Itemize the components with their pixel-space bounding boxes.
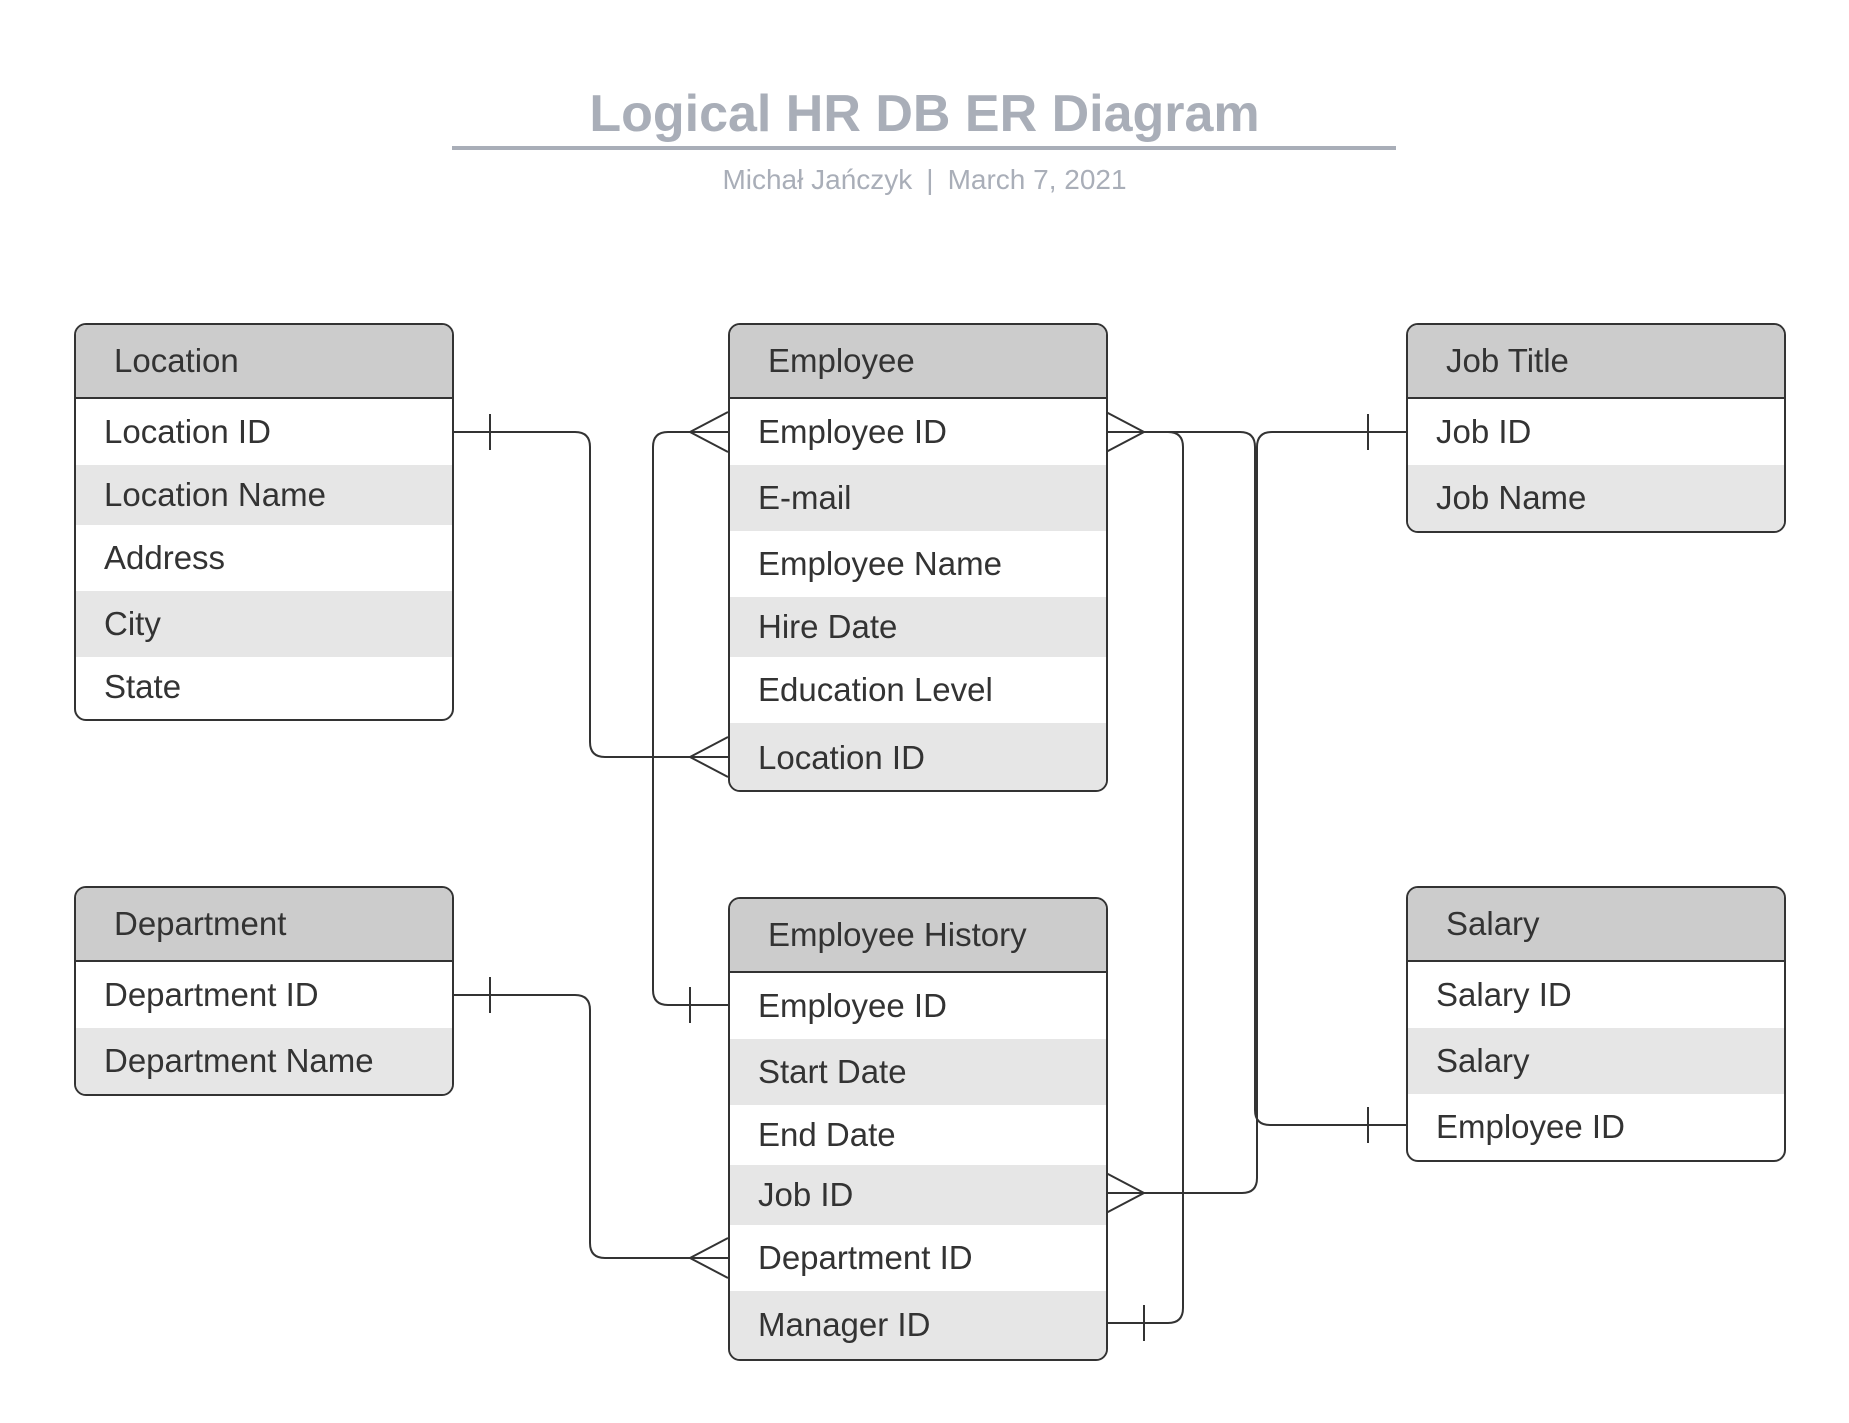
entity-employee[interactable]: Employee Employee ID E-mail Employee Nam…: [728, 323, 1108, 792]
many-marker: [689, 1237, 729, 1279]
diagram-date: March 7, 2021: [947, 164, 1127, 195]
many-marker: [1105, 1172, 1145, 1214]
field-row: Employee Name: [758, 545, 1002, 582]
field-row: Location ID: [730, 723, 1106, 790]
field-row: Location ID: [104, 413, 271, 450]
field-row: Address: [104, 539, 226, 576]
connector-employee-manager: [1106, 431, 1184, 1324]
many-marker: [689, 411, 729, 453]
entity-header: Job Title: [1408, 325, 1784, 399]
field-row: Hire Date: [730, 597, 1106, 657]
field-row: Job ID: [730, 1165, 1106, 1225]
field-row: Salary: [1408, 1028, 1784, 1094]
field-row: City: [76, 591, 452, 657]
field-row: Salary ID: [1436, 976, 1572, 1013]
field-row: Job Name: [1408, 465, 1784, 531]
entity-department[interactable]: Department Department ID Department Name: [74, 886, 454, 1096]
field-row: Manager ID: [730, 1291, 1106, 1359]
entity-employee-history[interactable]: Employee History Employee ID Start Date …: [728, 897, 1108, 1361]
entity-header: Employee: [730, 325, 1106, 399]
diagram-title: Logical HR DB ER Diagram: [589, 85, 1260, 143]
subtitle-separator: |: [926, 164, 934, 195]
field-row: E-mail: [730, 465, 1106, 531]
entity-job-title[interactable]: Job Title Job ID Job Name: [1406, 323, 1786, 533]
entity-salary[interactable]: Salary Salary ID Salary Employee ID: [1406, 886, 1786, 1162]
field-row: Department ID: [104, 976, 319, 1013]
connector-history-employee: [652, 431, 728, 1006]
field-row: Start Date: [730, 1039, 1106, 1105]
connector-department-history: [452, 994, 728, 1259]
entity-header: Salary: [1408, 888, 1784, 962]
field-row: Education Level: [758, 671, 993, 708]
connector-employee-salary: [1106, 431, 1406, 1126]
title-underline: [452, 146, 1396, 150]
entity-header: Location: [76, 325, 452, 399]
field-row: State: [104, 668, 182, 705]
diagram-subtitle: Michał Jańczyk | March 7, 2021: [0, 164, 1849, 196]
field-row: Location Name: [76, 465, 452, 525]
field-row: Department Name: [76, 1028, 452, 1094]
field-row: Job ID: [1436, 413, 1532, 450]
author-name: Michał Jańczyk: [722, 164, 913, 195]
entity-location[interactable]: Location Location ID Location Name Addre…: [74, 323, 454, 721]
field-row: Department ID: [758, 1239, 973, 1276]
field-row: Employee ID: [758, 413, 947, 450]
many-marker: [689, 736, 729, 778]
entity-header: Employee History: [730, 899, 1106, 973]
field-row: End Date: [758, 1116, 896, 1153]
field-row: Employee ID: [758, 987, 947, 1024]
entity-header: Department: [76, 888, 452, 962]
field-row: Employee ID: [1436, 1108, 1625, 1145]
connector-location-employee: [452, 431, 728, 758]
connector-job-history: [1106, 431, 1406, 1194]
many-marker: [1105, 411, 1145, 453]
